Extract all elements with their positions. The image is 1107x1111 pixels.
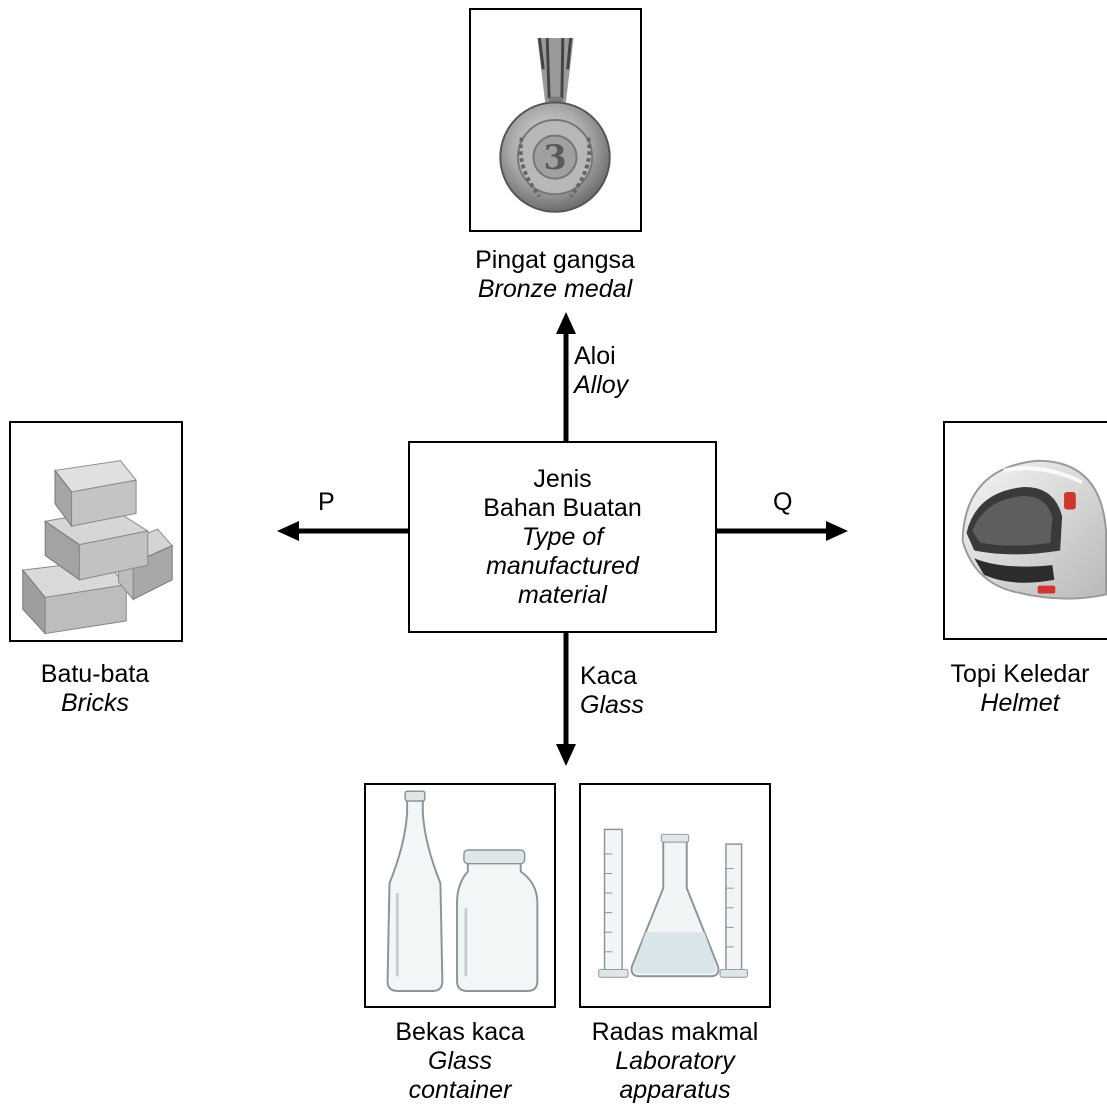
- helmet-caption-en: Helmet: [980, 689, 1060, 717]
- glass-container-caption: Bekas kaca Glass container: [360, 1018, 560, 1105]
- arrow-up-label-en: Alloy: [574, 371, 629, 399]
- medal-caption-ms: Pingat gangsa: [475, 246, 635, 274]
- bricks-icon: [21, 460, 174, 635]
- helmet-icon: [961, 459, 1107, 600]
- glass-container-image-box: [364, 783, 556, 1008]
- helmet-caption: Topi Keledar Helmet: [925, 660, 1107, 718]
- glass-container-caption-en-2: container: [408, 1076, 512, 1104]
- helmet-image-box: [943, 421, 1107, 640]
- svg-text:3: 3: [543, 138, 566, 177]
- bricks-image-box: [9, 421, 183, 642]
- helmet-caption-ms: Topi Keledar: [950, 660, 1090, 688]
- center-line-4: manufactured: [486, 552, 639, 580]
- lab-apparatus-caption-en-1: Laboratory: [615, 1047, 735, 1075]
- glass-container-caption-en-1: Glass: [428, 1047, 492, 1075]
- lab-apparatus-icon: [598, 828, 748, 978]
- arrow-right: [716, 521, 848, 541]
- lab-apparatus-caption-ms: Radas makmal: [591, 1018, 759, 1046]
- medal-caption-en: Bronze medal: [477, 275, 633, 303]
- arrow-down: [556, 632, 576, 766]
- arrow-down-label: Kaca Glass: [580, 662, 644, 720]
- arrow-left: [277, 521, 409, 541]
- medal-caption: Pingat gangsa Bronze medal: [430, 246, 680, 304]
- center-line-1: Jenis: [533, 465, 592, 493]
- arrow-up-label-ms: Aloi: [574, 342, 616, 370]
- center-line-3: Type of: [521, 523, 604, 551]
- arrow-up-label: Aloi Alloy: [574, 342, 628, 400]
- bricks-caption-en: Bricks: [60, 689, 130, 717]
- lab-apparatus-caption-en-2: apparatus: [619, 1076, 731, 1104]
- arrow-left-label: P: [318, 488, 335, 516]
- medal-image-box: 3: [469, 8, 642, 232]
- center-box: Jenis Bahan Buatan Type of manufactured …: [408, 441, 717, 633]
- center-label: Jenis Bahan Buatan Type of manufactured …: [410, 465, 715, 610]
- lab-apparatus-caption: Radas makmal Laboratory apparatus: [575, 1018, 775, 1105]
- center-line-5: material: [518, 581, 607, 609]
- bricks-caption: Batu-bata Bricks: [0, 660, 190, 718]
- arrow-up: [556, 312, 576, 442]
- lab-apparatus-image-box: [579, 783, 771, 1008]
- arrow-right-label: Q: [773, 488, 793, 516]
- arrow-down-label-ms: Kaca: [580, 662, 637, 690]
- glass-container-caption-ms: Bekas kaca: [395, 1018, 525, 1046]
- bricks-caption-ms: Batu-bata: [40, 660, 150, 688]
- center-line-2: Bahan Buatan: [483, 494, 642, 522]
- bronze-medal-icon: 3: [499, 37, 611, 213]
- arrow-down-label-en: Glass: [580, 691, 644, 719]
- glass-container-icon: [386, 790, 539, 992]
